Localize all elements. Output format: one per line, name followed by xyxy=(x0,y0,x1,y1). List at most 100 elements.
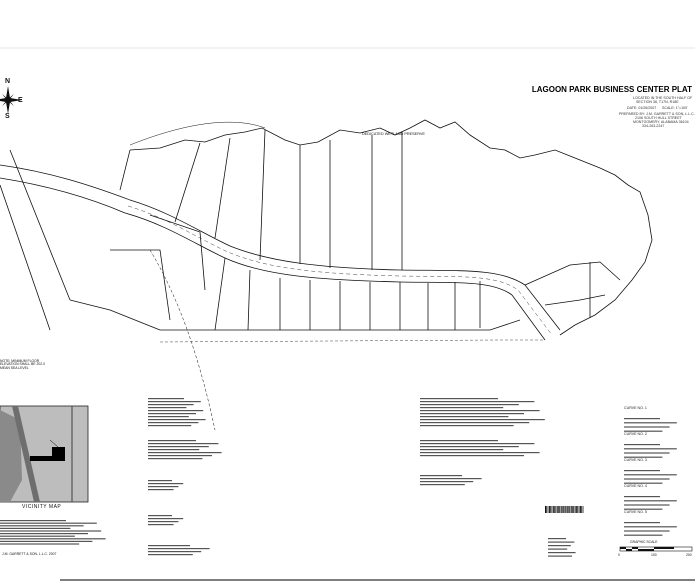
fine-print-line xyxy=(624,426,670,428)
flood-elevation-note: NOTE: MINIMUM FLOOR ELEVATION SHALL BE 2… xyxy=(0,359,45,370)
fine-print-line xyxy=(624,422,677,424)
fine-print-line xyxy=(420,455,524,457)
fine-print-line xyxy=(148,483,184,485)
scale-tick: 100 xyxy=(651,553,657,557)
fine-print-line xyxy=(420,484,465,486)
barcode-bar xyxy=(552,506,554,513)
fine-print-line xyxy=(624,456,663,458)
fine-print-line xyxy=(420,425,514,427)
fine-print-line xyxy=(148,422,199,424)
scale-tick: 200 xyxy=(686,553,692,557)
fine-print-line xyxy=(0,530,102,532)
location-line: LOCATED IN THE SOUTH HALF OF xyxy=(633,96,693,100)
barcode-bar xyxy=(567,506,568,513)
fine-print-line xyxy=(420,443,535,445)
plat-scale: SCALE: 1"=100' xyxy=(662,106,688,110)
fine-print-line xyxy=(548,548,568,550)
fine-print-line xyxy=(420,481,474,483)
fine-print-line xyxy=(624,500,677,502)
barcode-bar xyxy=(560,506,562,513)
compass-south: S xyxy=(5,113,10,120)
wetland-label: DEDICATED WETLAND PRESERVE xyxy=(362,132,425,136)
fine-print-line xyxy=(624,504,670,506)
north-arrow-icon xyxy=(0,86,22,114)
fine-print-line xyxy=(420,422,530,424)
curve-label: CURVE NO. 4 xyxy=(624,484,647,488)
fine-print-line xyxy=(0,522,97,524)
barcode-bar xyxy=(564,506,566,513)
fine-print-line xyxy=(148,407,187,409)
barcode-bar xyxy=(550,506,551,513)
road-edge-north xyxy=(129,199,561,331)
barcode-bar xyxy=(548,506,550,513)
fine-print-line xyxy=(548,552,576,554)
fine-print-line xyxy=(420,407,504,409)
fine-print-line xyxy=(420,478,482,480)
fine-print-line xyxy=(148,419,206,421)
fine-print-line xyxy=(420,404,519,406)
barcode-bar xyxy=(581,506,583,513)
fine-print-line xyxy=(624,452,670,454)
vicinity-map-label: VICINITY MAP xyxy=(22,504,62,510)
fine-print-line xyxy=(624,522,660,524)
fine-print-line xyxy=(420,449,504,451)
compass-east: E xyxy=(18,97,23,104)
fine-print-line xyxy=(624,530,670,532)
plat-title: LAGOON PARK BUSINESS CENTER PLAT xyxy=(531,85,692,94)
barcode-bar xyxy=(559,506,560,513)
barcode-bar xyxy=(551,506,553,513)
fine-print-line xyxy=(148,452,222,454)
barcode-bar xyxy=(545,506,546,513)
fine-print-line xyxy=(0,525,84,527)
fine-print-line xyxy=(548,555,572,557)
barcode-bar xyxy=(563,506,564,513)
fine-print-line xyxy=(148,554,193,556)
fine-print-line xyxy=(624,482,663,484)
fine-print-line xyxy=(0,538,106,540)
prepared-by-address: 2106 SOUTH HULL STREET xyxy=(635,116,682,120)
fine-print-line xyxy=(624,470,660,472)
fine-print-line xyxy=(624,508,663,510)
fine-print-line xyxy=(548,545,571,547)
fine-print-line xyxy=(420,446,519,448)
barcode-bar xyxy=(573,506,575,513)
curve-label: CURVE NO. 5 xyxy=(624,510,647,514)
fine-print-line xyxy=(148,449,200,451)
barcode-bar xyxy=(547,506,549,513)
fine-print-line xyxy=(0,533,88,535)
fine-print-line xyxy=(148,524,174,526)
graphic-scale-label: GRAPHIC SCALE xyxy=(630,540,658,544)
surveyor-footer: J.M. GARRETT & SON, L.L.C. 2007 xyxy=(2,552,57,556)
barcode-bar xyxy=(582,506,584,513)
curve-label: CURVE NO. 3 xyxy=(624,458,647,462)
barcode-bar xyxy=(546,506,547,513)
fine-print-line xyxy=(148,455,212,457)
fine-print-line xyxy=(420,416,509,418)
fine-print-line xyxy=(420,413,524,415)
compass-north: N xyxy=(5,78,11,85)
fine-print-line xyxy=(148,440,196,442)
curve-label: CURVE NO. 2 xyxy=(624,432,647,436)
fine-print-line xyxy=(148,486,179,488)
fine-print-line xyxy=(420,452,540,454)
fine-print-line xyxy=(548,538,566,540)
fine-print-line xyxy=(624,534,663,536)
fine-print-line xyxy=(0,540,93,542)
prepared-by-phone: 334-263-2247 xyxy=(642,124,665,128)
fine-print-line xyxy=(148,548,210,550)
fine-print-line xyxy=(148,489,174,491)
fine-print-line xyxy=(148,398,184,400)
fine-print-line xyxy=(148,446,209,448)
barcode-bar xyxy=(576,506,578,513)
fine-print-line xyxy=(420,475,462,477)
fine-print-line xyxy=(148,480,172,482)
fine-print-line xyxy=(420,419,545,421)
fine-print-line xyxy=(148,413,196,415)
fine-print-line xyxy=(420,401,535,403)
barcode-bar xyxy=(558,506,559,513)
barcode-bar xyxy=(572,506,574,513)
fine-print-line xyxy=(148,404,194,406)
fine-print-line xyxy=(624,496,660,498)
fine-print-line xyxy=(624,448,677,450)
wetland-boundary xyxy=(129,119,653,336)
